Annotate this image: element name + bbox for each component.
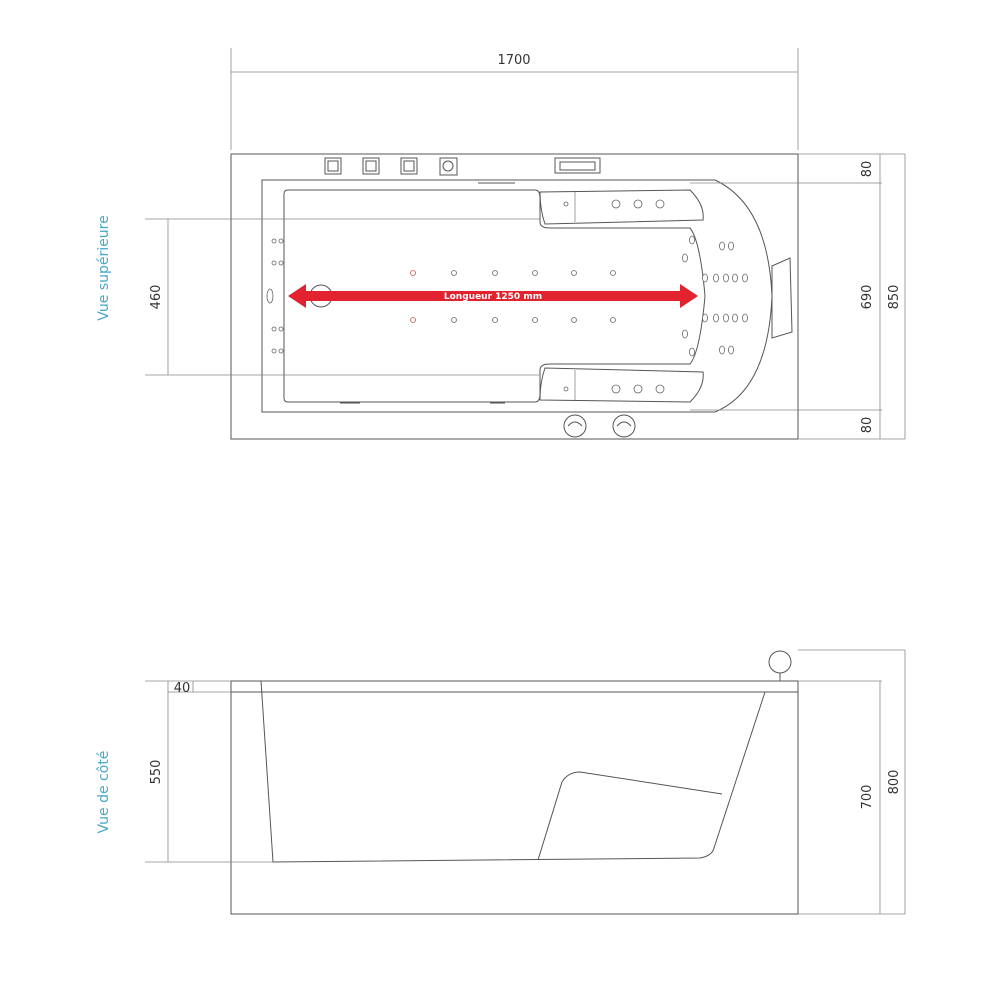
control-button-1 [324,157,342,175]
dimension-850: 850 [887,285,902,310]
top-view: 1700 [96,48,906,440]
control-knob [439,157,458,176]
control-button-3 [400,157,418,175]
armrest-jets [563,199,665,394]
armrest-top [539,189,704,225]
dimension-700: 700 [860,785,875,810]
tap-right [612,414,636,438]
length-arrow: Longueur 1250 mm [288,284,698,308]
dimension-460: 460 [149,285,164,310]
right-dimensions-side: 700 800 [798,649,906,915]
inner-basin-profile [260,680,766,863]
top-view-label: Vue supérieure [96,215,112,320]
taps [563,414,636,438]
armrest-bottom [539,367,704,403]
dimension-800: 800 [887,770,902,795]
back-jets [682,235,748,357]
waterfall-spout [554,157,601,174]
length-arrow-shape [288,284,698,308]
side-view-label: Vue de côté [96,751,112,834]
dimension-rim-top-80: 80 [860,161,875,178]
tub-outline-side [230,680,799,915]
dimension-690: 690 [860,285,875,310]
left-dimensions-side: 40 550 [145,680,273,863]
dimension-1700: 1700 [497,53,530,68]
length-arrow-label: Longueur 1250 mm [444,292,542,302]
tub-outline-top [230,153,799,440]
dimension-550: 550 [149,760,164,785]
right-dimensions-top: 80 690 80 850 [690,153,906,440]
headrest [771,257,793,339]
backrest-profile [537,771,723,861]
control-buttons [324,157,601,176]
control-button-2 [362,157,380,175]
spout-knob [768,650,792,674]
dimension-rim-40: 40 [174,681,191,696]
floor-jets [410,270,616,323]
length-dimension: 1700 [230,48,799,150]
basin [283,189,706,403]
dimension-rim-bottom-80: 80 [860,417,875,434]
side-view: 40 550 700 800 Vue de côté [96,649,906,915]
tap-left [563,414,587,438]
seat-width-dimension: 460 [145,218,540,376]
